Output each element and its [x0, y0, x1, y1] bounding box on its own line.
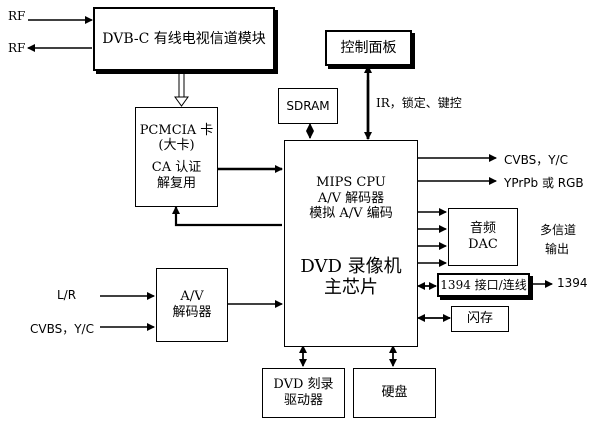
audio-dac-line-1: 音频 — [469, 221, 496, 237]
dvbc-channel-module: DVB-C 有线电视信道模块 — [93, 7, 275, 71]
av-decoder-block: A/V 解码器 — [156, 268, 228, 342]
pcmcia-line-2: (大卡) — [158, 138, 195, 154]
cpu-to-pcmcia-feedback — [172, 206, 282, 227]
pcmcia-line-1: PCMCIA 卡 — [139, 122, 214, 138]
dvbc-to-pcmcia-hollow-arrow — [174, 73, 189, 107]
rf-output-label: RF — [8, 41, 26, 55]
flash-memory-block: 闪存 — [451, 306, 509, 332]
cpu-to-audio-dac-arrows — [416, 208, 447, 267]
lr-input-label: L/R — [57, 288, 77, 302]
ieee1394-label: 1394 接口/连线 — [440, 277, 527, 292]
sdram-label: SDRAM — [286, 98, 330, 113]
cpu-line-3: 模拟 A/V 编码 — [309, 206, 393, 222]
cvbs-yc-output-label: CVBS，Y/C — [504, 153, 568, 167]
control-panel-block: 控制面板 — [325, 30, 412, 66]
hdd-label: 硬盘 — [381, 385, 408, 401]
cpu-line-5: 主芯片 — [324, 277, 378, 299]
sdram-block: SDRAM — [278, 88, 338, 124]
audio-dac-block: 音频 DAC — [448, 208, 518, 266]
pcmcia-line-3: CA 认证 — [151, 160, 202, 175]
hard-disk-block: 硬盘 — [353, 368, 436, 418]
multichannel-line-1: 多信道 — [540, 223, 577, 237]
dvd-burner-drive-block: DVD 刻录 驱动器 — [262, 368, 345, 418]
ypbpr-rgb-label: YPrPb 或 RGB — [504, 176, 584, 190]
audio-dac-line-2: DAC — [468, 237, 498, 252]
cpu-line-4: DVD 录像机 — [300, 255, 402, 277]
pcmcia-line-4: 解复用 — [156, 175, 196, 191]
dvbc-label: DVB-C 有线电视信道模块 — [102, 30, 266, 47]
ieee1394-interface-block: 1394 接口/连线 — [437, 273, 530, 297]
pcmcia-card-block: PCMCIA 卡 (大卡) CA 认证 解复用 — [135, 107, 218, 207]
dvd-drive-line-1: DVD 刻录 — [273, 377, 334, 393]
cpu-line-2: A/V 解码器 — [317, 190, 385, 206]
cpu-line-1: MIPS CPU — [316, 175, 386, 190]
flash-label: 闪存 — [466, 311, 493, 327]
av-decoder-line-1: A/V — [180, 289, 204, 305]
cvbs-yc-input-label: CVBS，Y/C — [30, 322, 94, 336]
ieee1394-output-label: 1394 — [557, 276, 588, 290]
multichannel-line-2: 输出 — [545, 242, 570, 256]
dvd-recorder-main-chip: MIPS CPU A/V 解码器 模拟 A/V 编码 DVD 录像机 主芯片 — [284, 140, 418, 347]
ir-keys-label: IR，锁定、键控 — [376, 96, 462, 110]
control-panel-label: 控制面板 — [340, 39, 397, 56]
av-decoder-line-2: 解码器 — [172, 305, 212, 320]
dvd-drive-line-2: 驱动器 — [283, 393, 323, 408]
rf-input-label: RF — [8, 9, 26, 23]
